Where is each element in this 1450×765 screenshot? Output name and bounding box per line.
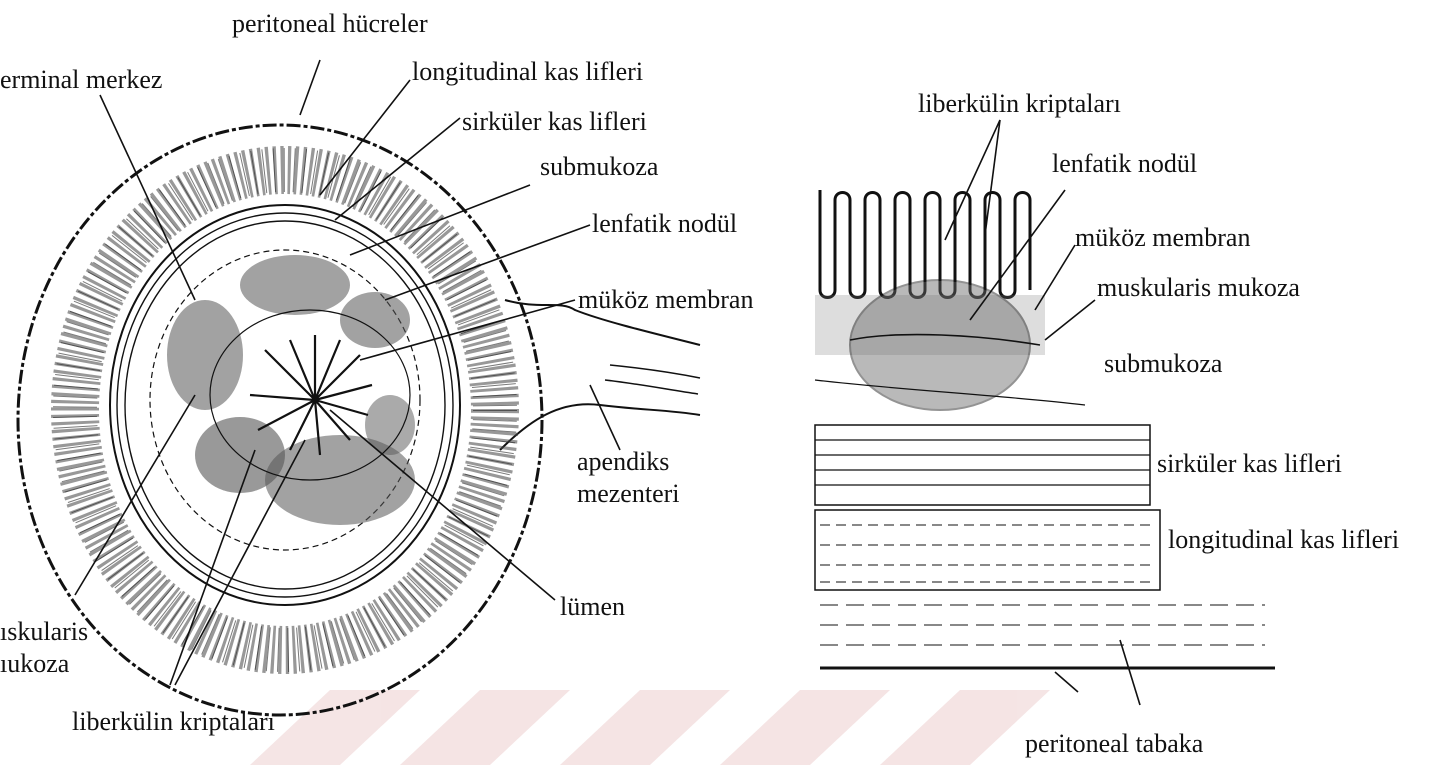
longitudinal-muscle-layer [815, 510, 1160, 590]
label-longitudinal-muscle-right: longitudinal kas lifleri [1168, 525, 1399, 554]
label-mesentery-line1: apendiks [577, 447, 669, 476]
label-lymphatic-nodule-right: lenfatik nodül [1052, 149, 1197, 178]
label-peritoneal-cells: peritoneal hücreler [232, 9, 428, 38]
label-submucosa: submukoza [540, 152, 659, 181]
label-mesentery-line2: mezenteri [577, 479, 680, 508]
label-muscularis-mucosa: muskularis mukoza [1097, 273, 1300, 302]
lymphatic-nodules [167, 255, 415, 525]
label-longitudinal-muscle: longitudinal kas lifleri [412, 57, 643, 86]
watermark-stripes [250, 690, 1050, 765]
label-circular-muscle: sirküler kas lifleri [462, 107, 647, 136]
label-mucous-membrane-right: müköz membran [1075, 223, 1250, 252]
label-lymphatic-nodule: lenfatik nodül [592, 209, 737, 238]
label-muscularis-line1: ıskularis [0, 617, 88, 646]
label-crypts-left: liberkülin kriptaları [72, 707, 275, 736]
appendix-longitudinal-section [815, 190, 1275, 668]
label-peritoneal-layer: peritoneal tabaka [1025, 729, 1204, 758]
label-lumen: lümen [560, 592, 625, 621]
label-muscularis-line2: ıukoza [0, 649, 70, 678]
label-circular-muscle-right: sirküler kas lifleri [1157, 449, 1342, 478]
label-crypts-right: liberkülin kriptaları [918, 89, 1121, 118]
label-submucosa-right: submukoza [1104, 349, 1223, 378]
label-mucous-membrane: müköz membran [578, 285, 753, 314]
label-germinal-center: erminal merkez [0, 65, 162, 94]
